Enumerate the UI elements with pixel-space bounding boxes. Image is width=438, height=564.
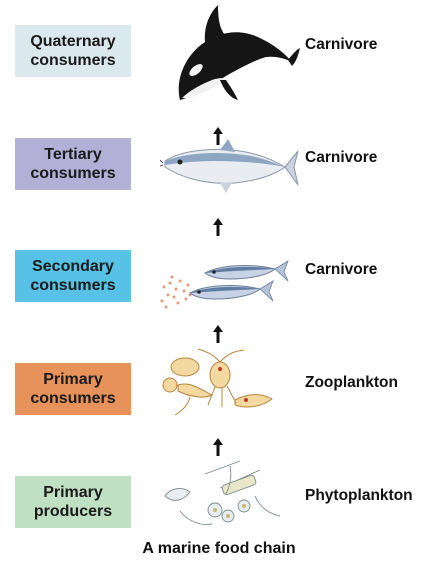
- orca-icon: [160, 0, 300, 80]
- label-line-2: consumers: [30, 389, 115, 408]
- label-tertiary-consumers: Tertiary consumers: [15, 138, 131, 190]
- label-line-2: consumers: [30, 51, 115, 70]
- label-primary-consumers: Primary consumers: [15, 363, 131, 415]
- label-line-1: Primary: [30, 370, 115, 389]
- label-line-1: Primary: [34, 483, 112, 502]
- label-line-2: consumers: [30, 164, 115, 183]
- label-line-1: Secondary: [30, 257, 115, 276]
- arrow-up-icon: [212, 438, 224, 456]
- tuna-icon: [160, 133, 300, 213]
- type-carnivore: Carnivore: [305, 261, 377, 279]
- level-quaternary: Quaternary consumers Carnivore: [0, 0, 438, 80]
- arrow-up-icon: [212, 325, 224, 343]
- label-line-2: consumers: [30, 276, 115, 295]
- phytoplankton-icon: [160, 456, 300, 536]
- diagram-caption: A marine food chain: [0, 540, 438, 558]
- small-fish-icon: [160, 245, 300, 325]
- type-zooplankton: Zooplankton: [305, 374, 398, 392]
- type-carnivore: Carnivore: [305, 149, 377, 167]
- label-line-1: Quaternary: [30, 32, 115, 51]
- level-tertiary: Tertiary consumers Carnivore: [0, 138, 438, 218]
- type-phytoplankton: Phytoplankton: [305, 487, 413, 505]
- label-quaternary-consumers: Quaternary consumers: [15, 25, 131, 77]
- label-primary-producers: Primary producers: [15, 476, 131, 528]
- arrow-up-icon: [212, 218, 224, 236]
- type-carnivore: Carnivore: [305, 36, 377, 54]
- level-primary-consumers: Primary consumers Zooplankton: [0, 363, 438, 443]
- level-secondary: Secondary consumers Carnivore: [0, 250, 438, 330]
- label-secondary-consumers: Secondary consumers: [15, 250, 131, 302]
- label-line-2: producers: [34, 502, 112, 521]
- zooplankton-icon: [160, 345, 300, 425]
- label-line-1: Tertiary: [30, 145, 115, 164]
